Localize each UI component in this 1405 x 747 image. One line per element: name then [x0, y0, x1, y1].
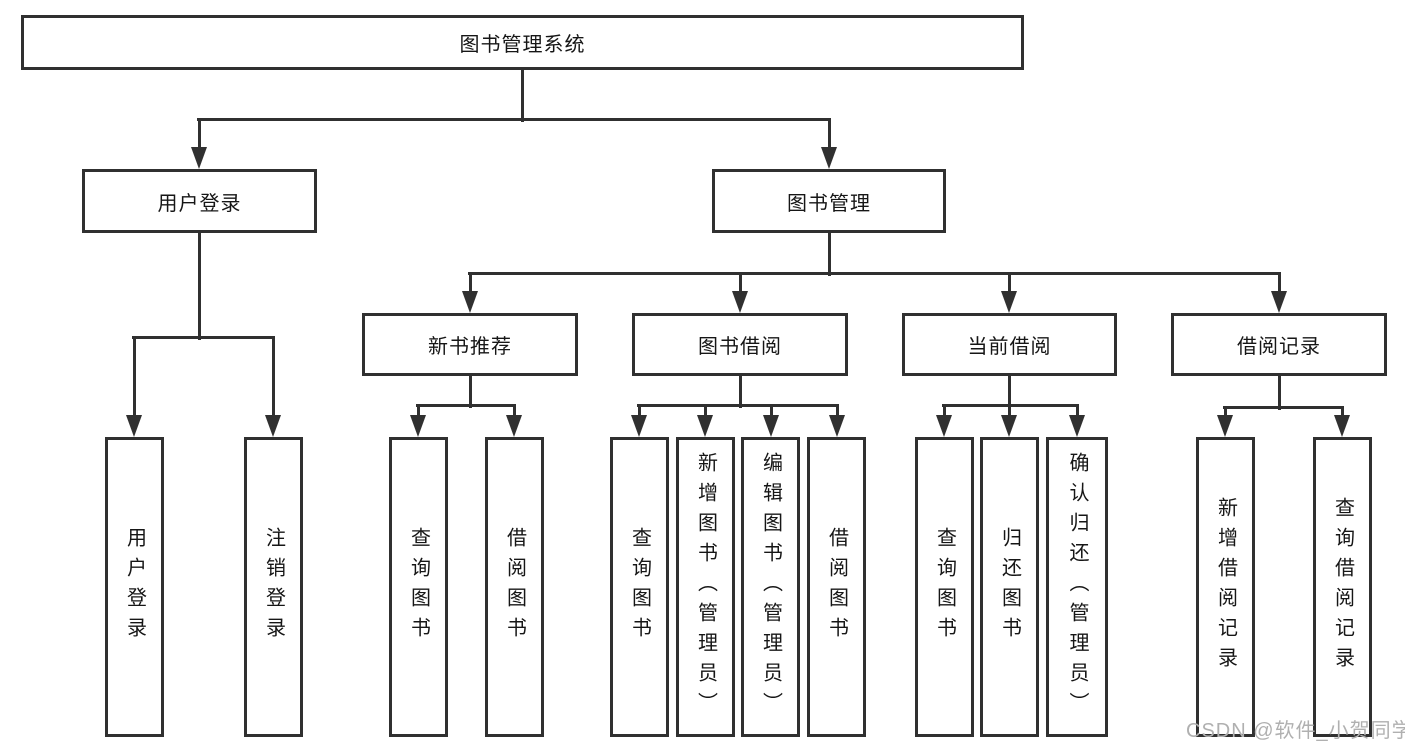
leaf-user-login: 用户登录 — [105, 437, 164, 737]
arrow-down-icon — [126, 415, 142, 437]
leaf-query-borrow-record-label: 查询借阅记录 — [1331, 497, 1354, 677]
leaf-query-books-recommend: 查询图书 — [389, 437, 448, 737]
arrow-down-icon — [1334, 415, 1350, 437]
connector-arrow-stem — [1008, 406, 1011, 419]
leaf-edit-books-admin: 编辑图书（管理员） — [741, 437, 800, 737]
connector-arrow-stem — [1224, 408, 1227, 419]
arrow-down-icon — [1271, 291, 1287, 313]
arrow-down-icon — [1001, 415, 1017, 437]
connector-line — [739, 376, 742, 408]
node-book-management-label: 图书管理 — [787, 192, 871, 215]
node-borrow-records-label: 借阅记录 — [1237, 336, 1321, 358]
arrow-down-icon — [697, 415, 713, 437]
leaf-add-books-admin-label: 新增图书（管理员） — [694, 452, 717, 722]
arrow-down-icon — [1069, 415, 1085, 437]
leaf-confirm-return-admin: 确认归还（管理员） — [1046, 437, 1108, 737]
leaf-confirm-return-admin-label: 确认归还（管理员） — [1066, 452, 1088, 722]
leaf-query-books-borrowing-label: 查询图书 — [628, 527, 651, 647]
connector-arrow-stem — [1008, 274, 1011, 295]
connector-line — [1223, 406, 1344, 409]
connector-line — [469, 376, 472, 408]
connector-line — [198, 233, 201, 340]
connector-line — [197, 118, 831, 121]
leaf-query-books-borrowing: 查询图书 — [610, 437, 669, 737]
arrow-down-icon — [506, 415, 522, 437]
arrow-down-icon — [1001, 291, 1017, 313]
connector-line — [416, 404, 516, 407]
node-root-label: 图书管理系统 — [459, 34, 586, 56]
arrow-down-icon — [265, 415, 281, 437]
connector-arrow-stem — [198, 119, 201, 151]
node-user-login: 用户登录 — [82, 169, 317, 233]
leaf-logout: 注销登录 — [244, 437, 303, 737]
connector-line — [1278, 376, 1281, 410]
connector-arrow-stem — [739, 274, 742, 295]
connector-arrow-stem — [513, 406, 516, 419]
node-book-borrowing-label: 图书借阅 — [698, 336, 782, 358]
connector-arrow-stem — [704, 406, 707, 419]
node-new-book-recommend: 新书推荐 — [362, 313, 578, 376]
leaf-borrow-books-recommend-label: 借阅图书 — [503, 527, 526, 647]
node-book-management: 图书管理 — [712, 169, 946, 233]
node-current-borrowing: 当前借阅 — [902, 313, 1117, 376]
connector-arrow-stem — [943, 406, 946, 419]
arrow-down-icon — [462, 291, 478, 313]
leaf-query-books-recommend-label: 查询图书 — [407, 527, 430, 647]
node-root: 图书管理系统 — [21, 15, 1024, 70]
connector-line — [468, 272, 1281, 275]
connector-line — [942, 404, 1079, 407]
connector-line — [828, 233, 831, 276]
leaf-query-books-current-label: 查询图书 — [933, 527, 956, 647]
leaf-add-books-admin: 新增图书（管理员） — [676, 437, 735, 737]
connector-line — [521, 70, 524, 122]
connector-arrow-stem — [272, 338, 275, 419]
connector-arrow-stem — [1278, 274, 1281, 295]
arrow-down-icon — [821, 147, 837, 169]
watermark-text: CSDN @软件_小贺同学 — [1186, 720, 1405, 742]
leaf-query-borrow-record: 查询借阅记录 — [1313, 437, 1372, 737]
connector-arrow-stem — [1341, 408, 1344, 419]
leaf-add-borrow-record: 新增借阅记录 — [1196, 437, 1255, 737]
leaf-return-books: 归还图书 — [980, 437, 1039, 737]
arrow-down-icon — [191, 147, 207, 169]
arrow-down-icon — [763, 415, 779, 437]
leaf-edit-books-admin-label: 编辑图书（管理员） — [759, 452, 782, 722]
connector-arrow-stem — [1076, 406, 1079, 419]
connector-arrow-stem — [770, 406, 773, 419]
arrow-down-icon — [936, 415, 952, 437]
leaf-borrow-books-recommend: 借阅图书 — [485, 437, 544, 737]
leaf-return-books-label: 归还图书 — [998, 527, 1021, 647]
leaf-query-books-current: 查询图书 — [915, 437, 974, 737]
connector-arrow-stem — [417, 406, 420, 419]
connector-line — [637, 404, 839, 407]
connector-arrow-stem — [828, 119, 831, 151]
connector-arrow-stem — [133, 338, 136, 419]
node-current-borrowing-label: 当前借阅 — [967, 336, 1052, 358]
arrow-down-icon — [1217, 415, 1233, 437]
arrow-down-icon — [410, 415, 426, 437]
connector-arrow-stem — [638, 406, 641, 419]
leaf-borrow-books-borrowing-label: 借阅图书 — [825, 527, 848, 647]
leaf-add-borrow-record-label: 新增借阅记录 — [1214, 497, 1237, 677]
connector-line — [132, 336, 275, 339]
leaf-borrow-books-borrowing: 借阅图书 — [807, 437, 866, 737]
leaf-user-login-label: 用户登录 — [123, 527, 146, 647]
arrow-down-icon — [829, 415, 845, 437]
leaf-logout-label: 注销登录 — [262, 527, 285, 647]
connector-arrow-stem — [469, 274, 472, 295]
connector-line — [1008, 376, 1011, 408]
node-book-borrowing: 图书借阅 — [632, 313, 848, 376]
node-user-login-label: 用户登录 — [157, 192, 242, 215]
arrow-down-icon — [732, 291, 748, 313]
node-borrow-records: 借阅记录 — [1171, 313, 1387, 376]
connector-arrow-stem — [836, 406, 839, 419]
arrow-down-icon — [631, 415, 647, 437]
node-new-book-recommend-label: 新书推荐 — [428, 336, 512, 358]
